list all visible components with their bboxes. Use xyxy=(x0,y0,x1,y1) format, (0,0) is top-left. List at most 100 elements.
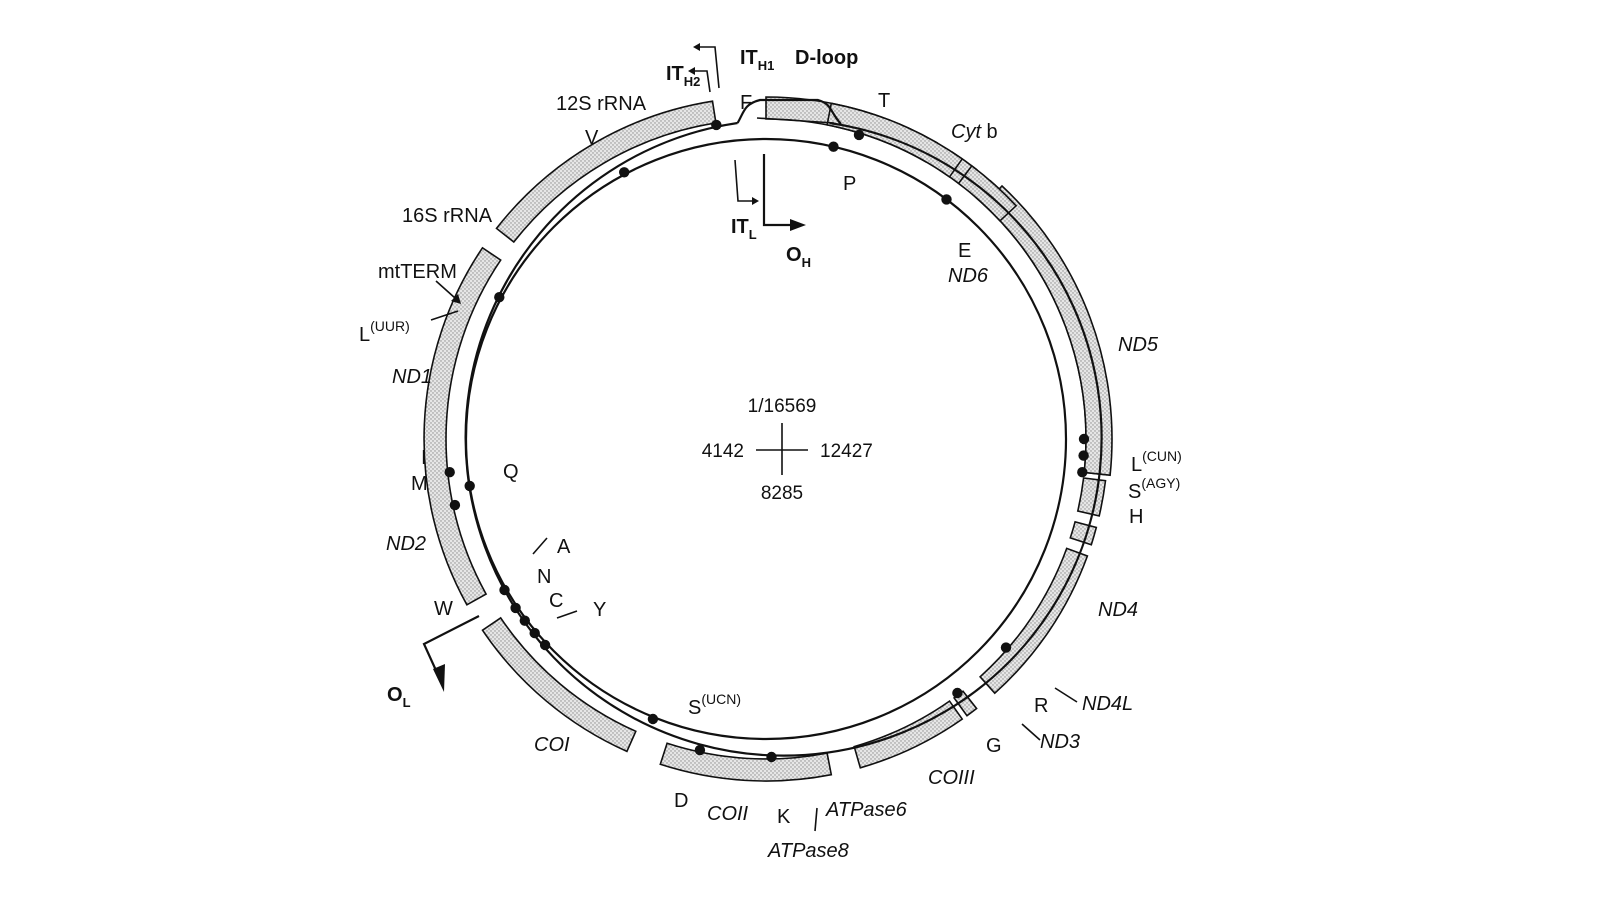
trna-label-s-agy: S(AGY) xyxy=(1128,475,1180,503)
nd4l-pointer xyxy=(1054,687,1078,703)
trna-label-s-ucn: S(UCN) xyxy=(688,691,741,719)
gene-label-nd6: ND6 xyxy=(948,265,989,287)
gene-label-coiii: COIII xyxy=(928,767,975,789)
gene-label-cyt-b: Cyt b xyxy=(951,121,998,143)
gene-label-coi: COI xyxy=(534,734,570,756)
a-pointer xyxy=(532,537,548,555)
trna-label-c: C xyxy=(549,590,563,612)
trna-dot-l-cun xyxy=(1077,467,1088,478)
mtterm-label: mtTERM xyxy=(378,261,457,283)
trna-dot-v xyxy=(619,167,630,178)
mtterm-pointer xyxy=(435,280,456,299)
trna-dot-m xyxy=(444,467,455,478)
atpase8-pointer xyxy=(814,807,818,832)
it-h2-label: ITH2 xyxy=(666,63,700,89)
trna-label-e: E xyxy=(958,240,971,262)
trna-dot-w xyxy=(499,584,510,596)
trna-dot-k xyxy=(766,751,777,763)
trna-label-t: T xyxy=(878,90,890,112)
trna-label-v: V xyxy=(585,127,599,149)
trna-dot-n xyxy=(519,615,530,626)
it-h2-arrowhead xyxy=(688,67,695,75)
gene-block-nd1 xyxy=(481,616,637,753)
gene-label-nd4l: ND4L xyxy=(1082,693,1133,715)
trna-label-q: Q xyxy=(503,461,519,483)
nd3-pointer xyxy=(1021,723,1041,741)
trna-dot-l-uur xyxy=(494,292,505,303)
gene-label-nd3: ND3 xyxy=(1040,731,1080,753)
gene-label-atpase8: ATPase8 xyxy=(767,840,849,862)
trna-label-d: D xyxy=(674,790,688,812)
trna-dot-e xyxy=(941,194,952,205)
it-h1-arrowhead xyxy=(693,43,700,51)
trna-dot-p xyxy=(828,141,839,152)
trna-dot-h xyxy=(1078,433,1090,445)
mtterm-pointer-head xyxy=(451,294,461,304)
l-uur-pointer xyxy=(430,310,459,321)
coord-left: 4142 xyxy=(702,441,744,462)
gene-blocks xyxy=(423,96,1113,782)
trna-dot-i xyxy=(449,499,461,511)
trna-label-l-uur: L(UUR) xyxy=(359,318,410,346)
gene-labels: 12S rRNA 16S rRNA Cyt b ND1 ND2 ND3 ND4 … xyxy=(386,93,1159,862)
trna-dot-s-agy xyxy=(1078,450,1089,461)
pointer-lines xyxy=(430,280,1078,832)
trna-dot-r xyxy=(1000,642,1012,653)
trna-label-r: R xyxy=(1034,695,1048,717)
it-h1-label: ITH1 xyxy=(740,47,774,73)
gene-label-atpase6: ATPase6 xyxy=(825,799,908,821)
gene-block-nd2 xyxy=(659,742,833,782)
o-h-arrow xyxy=(762,154,792,227)
d-loop-label: D-loop xyxy=(795,47,858,69)
gene-label-16s-rrna: 16S rRNA xyxy=(402,205,493,227)
y-pointer xyxy=(556,610,578,619)
gene-block-12s-rrna xyxy=(495,100,717,244)
o-l-arrow xyxy=(422,615,480,678)
gene-block-coii xyxy=(978,547,1089,695)
trna-label-p: P xyxy=(843,173,856,195)
cross-lines xyxy=(756,423,808,475)
trna-dot-y xyxy=(539,639,551,651)
trna-label-m: M xyxy=(411,473,428,495)
trna-dot-f xyxy=(711,119,722,131)
gene-label-nd1: ND1 xyxy=(392,366,432,388)
it-l-arrowhead xyxy=(752,197,759,205)
trna-label-h: H xyxy=(1129,506,1143,528)
trna-dot-d xyxy=(694,744,706,756)
gene-block-atpase8 xyxy=(1076,477,1107,517)
trna-dot-t xyxy=(853,129,865,141)
coord-right: 12427 xyxy=(820,441,873,462)
d-loop-strand xyxy=(756,117,835,124)
trna-label-n: N xyxy=(537,566,551,588)
trna-label-i: I xyxy=(421,447,427,469)
coord-bottom: 8285 xyxy=(761,483,803,504)
it-h1-arrow xyxy=(700,46,720,89)
region-labels: D-loop ITH1 ITH2 ITL OH OL mtTERM xyxy=(378,47,858,710)
o-h-label: OH xyxy=(786,244,811,270)
trna-dot-c xyxy=(529,627,540,639)
inner-ring xyxy=(464,137,1068,741)
trna-label-a: A xyxy=(557,536,571,558)
trna-dot-s-ucn xyxy=(647,713,659,725)
gene-block-16s-rrna xyxy=(423,246,502,606)
trna-label-g: G xyxy=(986,735,1002,757)
o-h-arrowhead xyxy=(790,219,806,231)
trna-label-l-cun: L(CUN) xyxy=(1131,448,1182,476)
trna-labels: F V T P E L(UUR) I M Q A N C Y W S(UCN) … xyxy=(359,90,1182,828)
trna-label-y: Y xyxy=(593,599,606,621)
gene-block-nd5 xyxy=(983,184,1113,477)
trna-label-k: K xyxy=(777,806,791,828)
trna-dot-q xyxy=(464,480,475,492)
transcription-arrows xyxy=(422,43,806,692)
it-l-arrow xyxy=(734,159,752,202)
gene-label-nd5: ND5 xyxy=(1118,334,1159,356)
it-l-label: ITL xyxy=(731,216,757,242)
gene-label-12s-rrna: 12S rRNA xyxy=(556,93,647,115)
o-l-label: OL xyxy=(387,684,411,710)
gene-label-nd2: ND2 xyxy=(386,533,426,555)
coordinate-cross: 1/16569 4142 12427 8285 xyxy=(702,396,873,504)
gene-label-coii: COII xyxy=(707,803,749,825)
coord-top: 1/16569 xyxy=(748,396,817,417)
